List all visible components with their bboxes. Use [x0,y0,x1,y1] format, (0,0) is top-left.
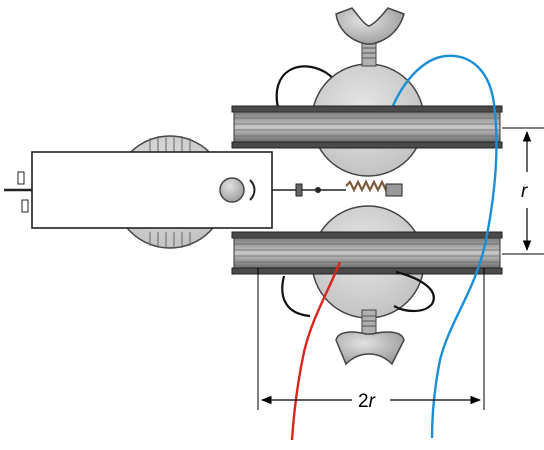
blue-wire-main [430,103,498,439]
diameter-label: 2r [358,391,376,412]
diameter-prefix: 2 [358,391,369,412]
diameter-var: r [369,391,376,412]
diameter-dimension: 2r [257,268,485,412]
electron-gun-housing [4,151,273,229]
disc-stripes [149,136,191,248]
spring-assembly [272,179,403,197]
radius-label: r [521,181,528,202]
black-wire-bottom [281,270,435,318]
lower-coil [231,231,503,275]
blue-wire-top [390,54,496,109]
upper-coil [231,105,503,149]
red-wire [290,261,342,441]
radius-dimension: r [502,127,544,255]
upper-thumb-screw [335,7,405,67]
lower-thumb-screw [335,309,405,366]
